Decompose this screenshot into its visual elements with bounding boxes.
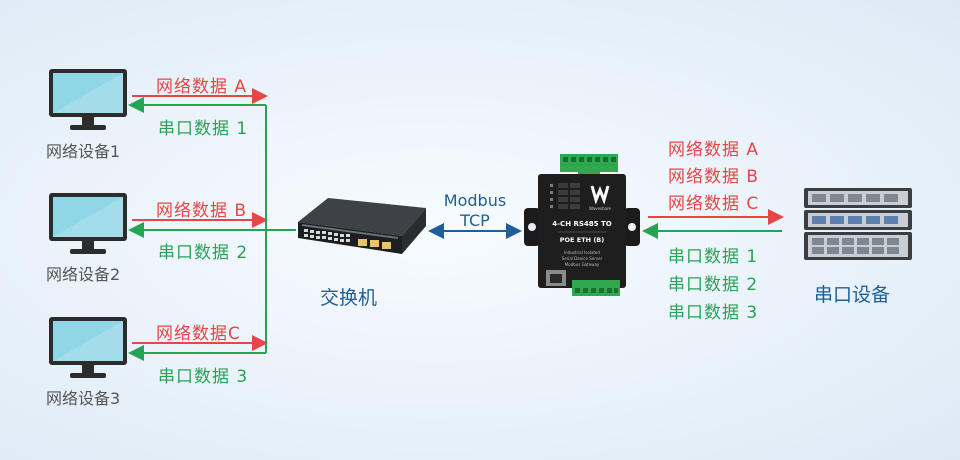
net-data-label-2: 网络数据 B [156, 201, 248, 221]
protocol-line-2: TCP [460, 211, 490, 230]
pc-label-2: 网络设备2 [46, 265, 121, 284]
serial-data-label-2: 串口数据 2 [158, 243, 249, 263]
serial-gateway-device: Waveshare 4-CH RS485 TO POE ETH (B) Indu… [524, 154, 640, 296]
network-switch-icon [298, 198, 426, 254]
switch-label: 交换机 [320, 287, 378, 309]
net-data-label-1: 网络数据 A [156, 77, 248, 97]
right-net-label-b: 网络数据 B [668, 167, 760, 187]
serial-data-label-1: 串口数据 1 [158, 119, 249, 139]
protocol-line-1: Modbus [443, 191, 507, 210]
right-net-label-c: 网络数据 C [668, 194, 760, 214]
pc-label-1: 网络设备1 [46, 142, 121, 161]
gateway-desc-1: Industrial Isolated [564, 250, 600, 255]
net-data-label-3: 网络数据C [156, 324, 241, 344]
gateway-brand: Waveshare [589, 206, 612, 211]
pc-label-3: 网络设备3 [46, 389, 121, 408]
serial-data-label-3: 串口数据 3 [158, 367, 249, 387]
gateway-title: 4-CH RS485 TO [552, 220, 611, 228]
server-label: 串口设备 [814, 284, 891, 306]
monitor-icon-3 [49, 317, 127, 378]
monitor-icon-2 [49, 193, 127, 254]
protocol-label: Modbus TCP [436, 191, 514, 231]
monitor-icon-1 [49, 69, 127, 130]
gateway-desc-2: Serial Device Server [562, 256, 603, 261]
server-rack-icon [804, 188, 912, 260]
right-net-label-a: 网络数据 A [668, 140, 760, 160]
right-serial-label-2: 串口数据 2 [668, 275, 759, 295]
right-serial-label-3: 串口数据 3 [668, 303, 759, 323]
right-serial-label-1: 串口数据 1 [668, 247, 759, 267]
gateway-subtitle: POE ETH (B) [560, 236, 604, 244]
gateway-desc-3: Modbus Gateway [565, 262, 600, 267]
